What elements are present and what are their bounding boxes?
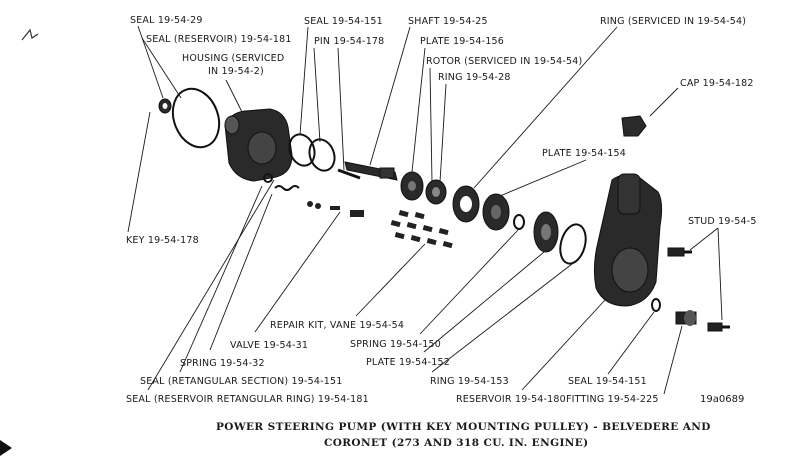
- part-stud-upper: [667, 247, 692, 257]
- label-repair-kit: REPAIR KIT, VANE 19-54-54: [270, 320, 404, 331]
- part-pin: [337, 168, 361, 180]
- label-pin-178: PIN 19-54-178: [314, 36, 384, 47]
- label-housing-1: HOUSING (SERVICED: [182, 53, 284, 64]
- label-ring-153: RING 19-54-153: [430, 376, 509, 387]
- label-seal-151-bottom: SEAL 19-54-151: [568, 376, 647, 387]
- scan-mark-bottom-left: [0, 440, 12, 456]
- part-valve-spring: [274, 185, 364, 217]
- label-stud-5: STUD 19-54-5: [688, 216, 757, 227]
- label-shaft-25: SHAFT 19-54-25: [408, 16, 488, 27]
- caption-line-2: CORONET (273 AND 318 CU. IN. ENGINE): [324, 437, 589, 449]
- scan-mark-top-left: [21, 28, 39, 41]
- part-plate-152: [533, 211, 559, 253]
- part-small-ring: [263, 173, 273, 183]
- label-ring-serviced: RING (SERVICED IN 19-54-54): [600, 16, 746, 27]
- part-rotor: [425, 179, 447, 205]
- label-reservoir-180: RESERVOIR 19-54-180: [456, 394, 566, 405]
- part-stud-lower: [707, 322, 730, 332]
- label-housing-2: IN 19-54-2): [208, 66, 264, 77]
- label-fitting-225: FITTING 19-54-225: [566, 394, 659, 405]
- label-valve-31: VALVE 19-54-31: [230, 340, 308, 351]
- label-key-178: KEY 19-54-178: [126, 235, 199, 246]
- label-seal-res-ring-181: SEAL (RESERVOIR RETANGULAR RING) 19-54-1…: [126, 394, 369, 405]
- caption-line-1: POWER STEERING PUMP (WITH KEY MOUNTING P…: [216, 421, 711, 433]
- part-seal-reservoir-ring: [171, 87, 221, 149]
- figure-caption: POWER STEERING PUMP (WITH KEY MOUNTING P…: [216, 421, 711, 449]
- part-plate-154: [482, 193, 510, 231]
- part-ring-153: [559, 223, 587, 265]
- label-spring-150: SPRING 19-54-150: [350, 339, 441, 350]
- part-spring-150: [513, 214, 525, 230]
- label-ring-28: RING 19-54-28: [438, 72, 511, 83]
- label-seal-29: SEAL 19-54-29: [130, 15, 203, 26]
- part-reservoir: [593, 173, 663, 307]
- part-vane-kit: [390, 210, 453, 249]
- label-seal-rect-151: SEAL (RETANGULAR SECTION) 19-54-151: [140, 376, 343, 387]
- callout-labels: SEAL 19-54-29 SEAL (RESERVOIR) 19-54-181…: [126, 15, 757, 405]
- leader-lines: [127, 25, 723, 395]
- part-shaft: [344, 161, 398, 181]
- part-plate-156: [400, 171, 424, 201]
- label-cap-182: CAP 19-54-182: [680, 78, 754, 89]
- part-fitting: [675, 310, 697, 326]
- part-cap: [621, 115, 647, 137]
- part-seal-151-small: [651, 298, 661, 312]
- label-plate-152: PLATE 19-54-152: [366, 357, 450, 368]
- label-seal-reservoir-181: SEAL (RESERVOIR) 19-54-181: [146, 34, 292, 45]
- part-ring-serviced: [452, 185, 480, 223]
- label-plate-154: PLATE 19-54-154: [542, 148, 626, 159]
- part-seal-151-ring-a: [288, 133, 316, 167]
- label-rotor: ROTOR (SERVICED IN 19-54-54): [426, 56, 582, 67]
- figure-reference: 19a0689: [700, 394, 744, 405]
- part-seal-29: [158, 98, 172, 114]
- label-plate-156: PLATE 19-54-156: [420, 36, 504, 47]
- label-spring-32: SPRING 19-54-32: [180, 358, 265, 369]
- label-seal-151-top: SEAL 19-54-151: [304, 16, 383, 27]
- part-housing: [224, 108, 293, 182]
- part-seal-151-ring-b: [308, 138, 336, 172]
